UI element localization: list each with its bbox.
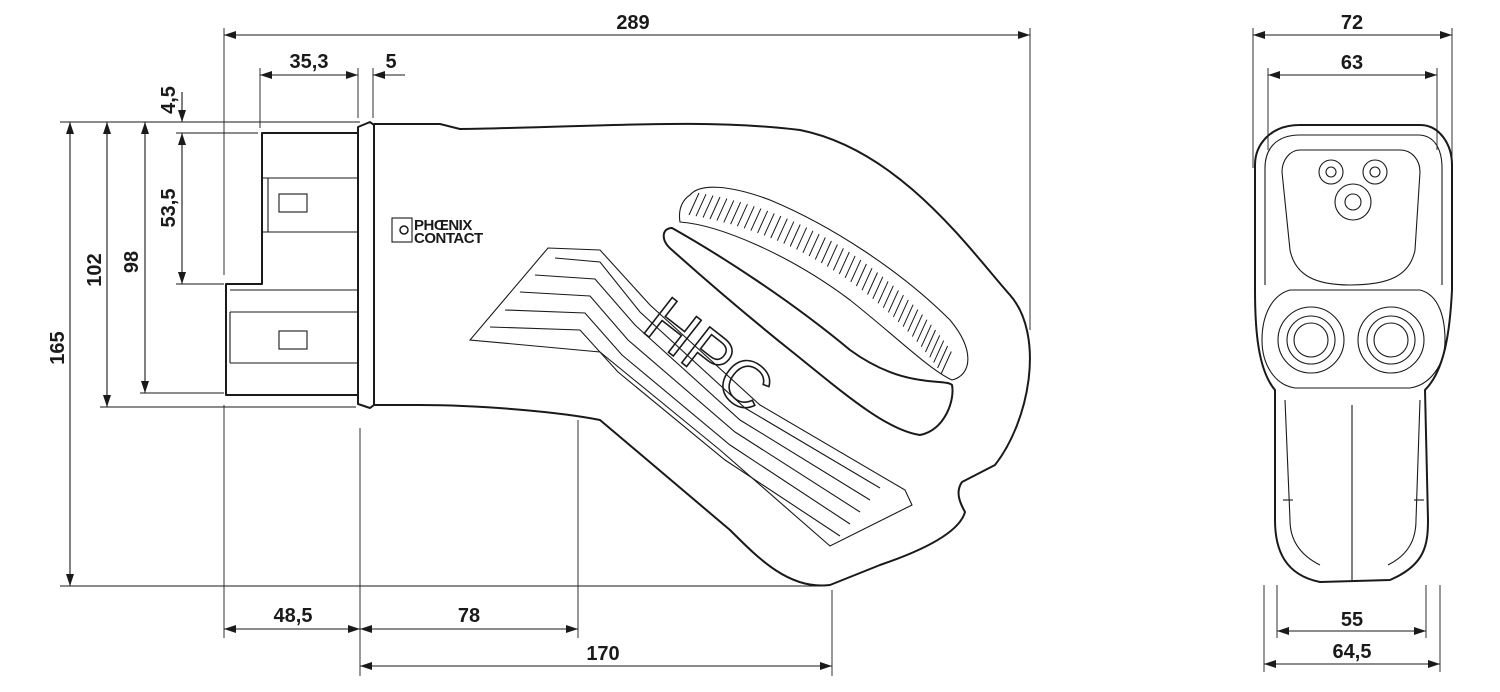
side-view: HPC PHŒNIX CONTACT bbox=[225, 121, 1031, 587]
grip-rib bbox=[832, 248, 844, 271]
grip-rib bbox=[892, 294, 904, 318]
grip-rib bbox=[907, 309, 919, 332]
grip-rib bbox=[937, 345, 949, 369]
stripe-panel bbox=[468, 247, 913, 547]
brand-logo-line2: CONTACT bbox=[414, 230, 483, 247]
dim-label-front-72: 72 bbox=[1341, 12, 1363, 34]
dim-label-flange: 5 bbox=[385, 51, 396, 73]
handle-opening bbox=[662, 227, 954, 436]
grip-rib bbox=[750, 208, 762, 231]
grip-rib bbox=[736, 203, 748, 227]
dim-label-48-5: 48,5 bbox=[274, 605, 313, 627]
dimension-lines bbox=[66, 31, 1452, 670]
grip-rib bbox=[861, 267, 873, 291]
grip-rib bbox=[709, 196, 721, 220]
extension-lines bbox=[60, 28, 1453, 676]
brand-logo-line1: PHŒNIX bbox=[414, 217, 472, 234]
grip-rib bbox=[814, 237, 826, 260]
grip-rib bbox=[933, 340, 945, 363]
grip-rib bbox=[743, 206, 755, 229]
grip-rib bbox=[920, 324, 932, 348]
handle-body-outline bbox=[373, 122, 1031, 587]
grip-rib bbox=[940, 351, 952, 374]
grip-rib bbox=[867, 272, 878, 295]
dim-label-upper-height: 53,5 bbox=[158, 189, 180, 228]
grip-rib bbox=[716, 198, 728, 221]
dim-label-170: 170 bbox=[586, 643, 619, 665]
grip-rib bbox=[770, 215, 782, 239]
grip-rib bbox=[796, 227, 808, 250]
contact-block-outline bbox=[225, 132, 359, 396]
grip-rib bbox=[757, 210, 769, 234]
grip-rib bbox=[723, 200, 735, 223]
grip-ribs bbox=[688, 192, 952, 374]
grip-rib bbox=[844, 255, 856, 279]
flange-outline bbox=[357, 121, 375, 409]
brand-logo: PHŒNIX CONTACT bbox=[391, 217, 484, 247]
product-mark: HPC bbox=[631, 283, 786, 427]
grip-rib bbox=[887, 290, 899, 313]
dim-label-height-102: 102 bbox=[84, 253, 106, 286]
grip-rib bbox=[688, 192, 700, 216]
grip-rib bbox=[702, 195, 714, 218]
dimension-labels: 289 35,3 5 4,5 53,5 102 98 165 48,5 78 1… bbox=[47, 12, 1371, 665]
dim-label-front-55: 55 bbox=[1341, 609, 1363, 631]
grip-rib bbox=[877, 281, 889, 304]
dim-label-front-63: 63 bbox=[1341, 52, 1363, 74]
dim-label-contact-depth: 35,3 bbox=[290, 51, 329, 73]
grip-rib bbox=[808, 233, 820, 257]
dim-label-overall-length: 289 bbox=[616, 12, 649, 34]
grip-rib bbox=[929, 335, 941, 358]
grip-rib bbox=[882, 285, 894, 309]
grip-rib bbox=[763, 213, 775, 236]
grip-pad bbox=[678, 186, 969, 381]
grip-rib bbox=[872, 276, 884, 300]
grip-rib bbox=[789, 224, 801, 247]
grip-rib bbox=[911, 314, 923, 337]
grip-rib bbox=[855, 263, 867, 287]
grip-rib bbox=[916, 319, 928, 342]
grip-rib bbox=[802, 230, 814, 254]
dim-label-height-98: 98 bbox=[121, 251, 143, 273]
grip-rib bbox=[850, 259, 862, 283]
latch-window-lower bbox=[278, 330, 308, 350]
grip-rib bbox=[826, 244, 838, 267]
grip-rib bbox=[783, 221, 795, 244]
dim-label-front-64-5: 64,5 bbox=[1333, 641, 1372, 663]
grip-rib bbox=[695, 193, 707, 217]
front-view bbox=[1254, 124, 1453, 583]
grip-rib bbox=[925, 329, 936, 353]
grip-rib bbox=[897, 299, 909, 323]
front-outline bbox=[1254, 124, 1453, 583]
latch-window-upper bbox=[278, 193, 308, 213]
dim-label-top-offset: 4,5 bbox=[158, 86, 180, 114]
grip-rib bbox=[902, 304, 914, 327]
grip-rib bbox=[730, 201, 742, 225]
grip-rib bbox=[838, 251, 850, 275]
grip-rib bbox=[820, 240, 832, 264]
dim-label-overall-height: 165 bbox=[47, 331, 69, 364]
grip-rib bbox=[776, 218, 788, 241]
dim-label-78: 78 bbox=[458, 605, 480, 627]
